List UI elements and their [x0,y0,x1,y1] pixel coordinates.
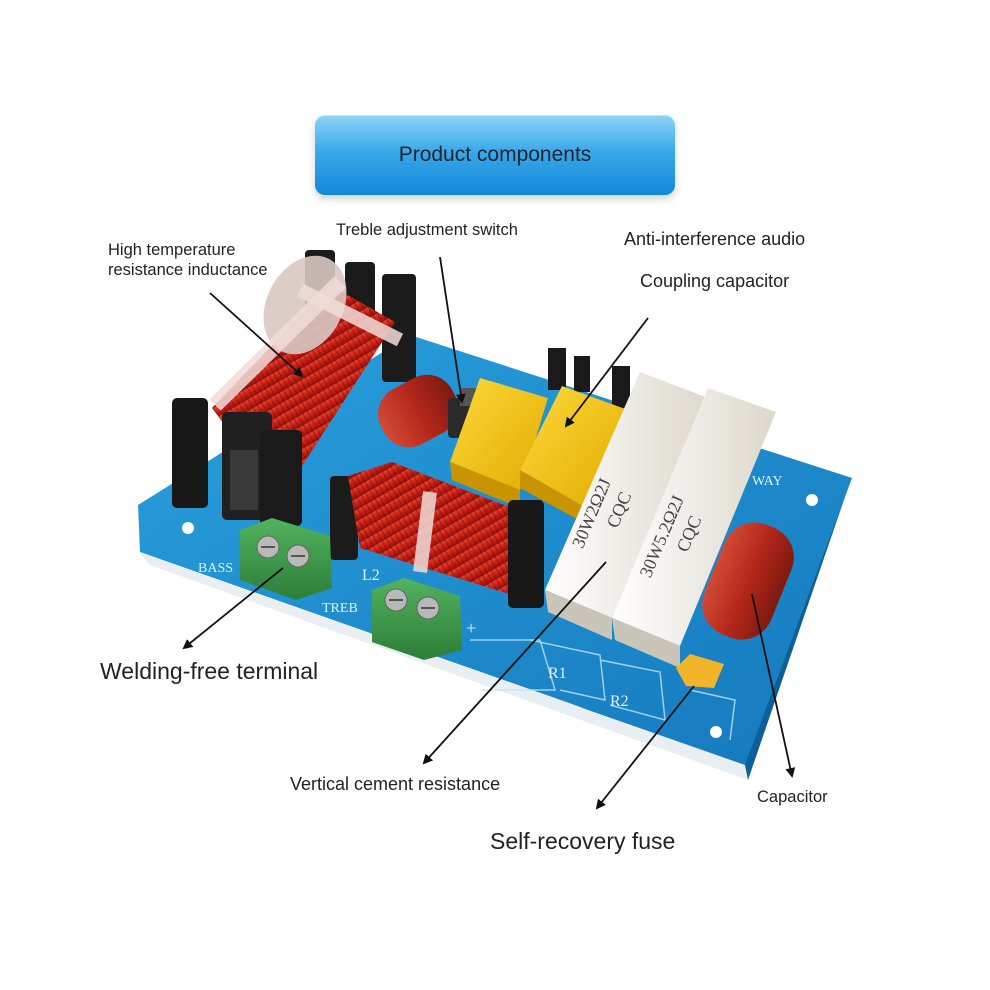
arrow-fuse [595,685,695,810]
arrow-capacitor [751,593,796,778]
arrow-cement-resistance [422,561,607,765]
cement-resistor-r2: 30W5.2Ω2J CQC [612,388,776,668]
board-label-bass: BASS [198,561,233,576]
arrow-treble-switch [439,256,466,404]
label-inductance-line2: resistance inductance [108,261,268,279]
label-treble-switch: Treble adjustment switch [336,221,518,239]
label-self-recovery-fuse: Self-recovery fuse [490,828,676,854]
label-welding-free-terminal: Welding-free terminal [100,658,319,684]
callout-arrows [182,256,796,810]
board-label-treble: TREB [322,601,358,616]
terminal-block-bass [240,518,332,600]
film-capacitor-right [702,522,794,640]
arrow-inductance [209,292,304,378]
board-label-r1: R1 [548,665,567,682]
small-inductor-coil [330,462,544,608]
yellow-capacitors [450,348,630,524]
label-coupling-capacitor: Coupling capacitor [640,271,790,291]
label-vertical-cement-resistance: Vertical cement resistance [290,774,501,794]
banner-title: Product components [398,143,592,166]
large-inductor-coil [172,250,416,526]
label-capacitor: Capacitor [757,788,828,806]
label-inductance: High temperature resistance inductance [108,240,268,280]
terminal-block-treble [372,578,462,660]
board-label-r2: R2 [610,693,629,710]
arrow-coupling-capacitor [564,317,649,428]
product-components-banner: Product components [315,115,675,195]
self-recovery-fuse-part [676,654,724,688]
small-film-capacitor [377,374,459,448]
arrow-terminal [182,567,284,650]
board-label-way: WAY [752,474,783,489]
board-label-plus: + [466,618,476,638]
label-anti-interference: Anti-interference audio [624,229,806,249]
board-label-l2: L2 [362,567,380,584]
label-inductance-line1: High temperature [108,241,236,259]
